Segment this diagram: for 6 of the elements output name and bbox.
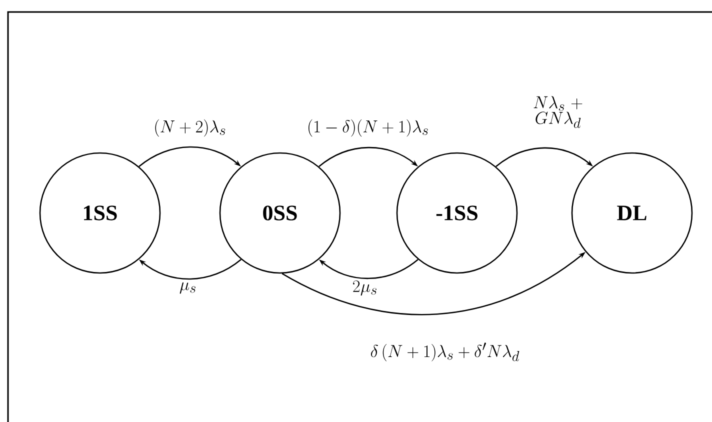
edge-label: $(1-\delta)(N+1)\lambda_s$	[308, 119, 428, 137]
edge-label: $2\mu_s$	[353, 280, 376, 296]
edge-label: $N\lambda_s + GN\lambda_d$	[534, 96, 582, 128]
edge-label: $\mu_s$	[180, 282, 196, 294]
edge-label: $(N+2)\lambda_s$	[155, 119, 226, 137]
edge-label: $\delta\,(N+1)\lambda_s+\delta' N\lambda_d$	[370, 342, 520, 362]
